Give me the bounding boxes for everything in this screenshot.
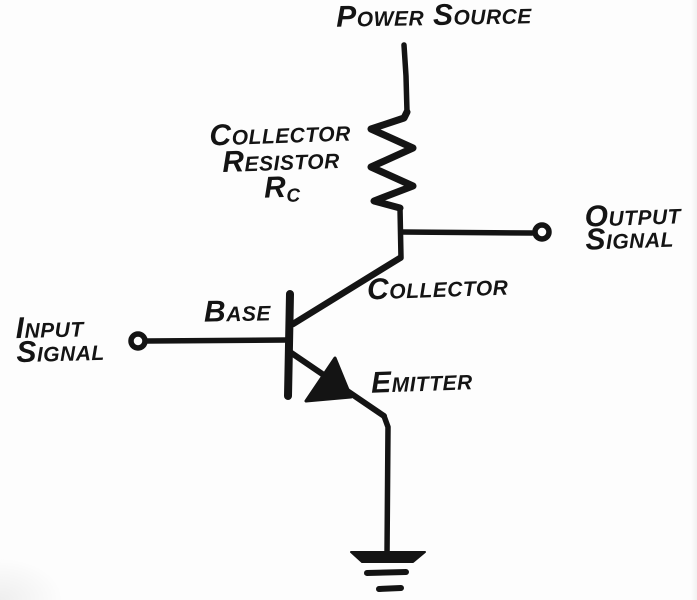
ground-symbol bbox=[350, 551, 426, 592]
collector-resistor-label: Collector Resistor RC bbox=[209, 115, 353, 207]
power-wire bbox=[401, 42, 410, 115]
output-signal-label: Output Signal bbox=[584, 197, 682, 257]
resistor-symbol bbox=[367, 108, 417, 212]
collector-label: Collector bbox=[366, 268, 509, 307]
power-source-label: Power Source bbox=[335, 0, 533, 34]
collector-lead bbox=[289, 254, 404, 328]
output-terminal-icon bbox=[532, 222, 552, 242]
input-signal-line2: Signal bbox=[15, 333, 106, 370]
emitter-arrowhead-icon bbox=[304, 356, 353, 403]
resistor-ref-subscript: C bbox=[286, 185, 301, 207]
output-wire bbox=[399, 229, 535, 236]
resistor-ref: R bbox=[263, 170, 287, 205]
emitter-label: Emitter bbox=[370, 363, 474, 400]
input-terminal-icon bbox=[128, 331, 148, 351]
output-signal-line2: Signal bbox=[584, 220, 675, 257]
base-wire bbox=[144, 337, 290, 344]
transistor-base-bar bbox=[284, 290, 294, 400]
base-label: Base bbox=[203, 294, 272, 329]
emitter-to-ground-wire bbox=[381, 413, 391, 558]
input-signal-label: Input Signal bbox=[15, 310, 106, 370]
